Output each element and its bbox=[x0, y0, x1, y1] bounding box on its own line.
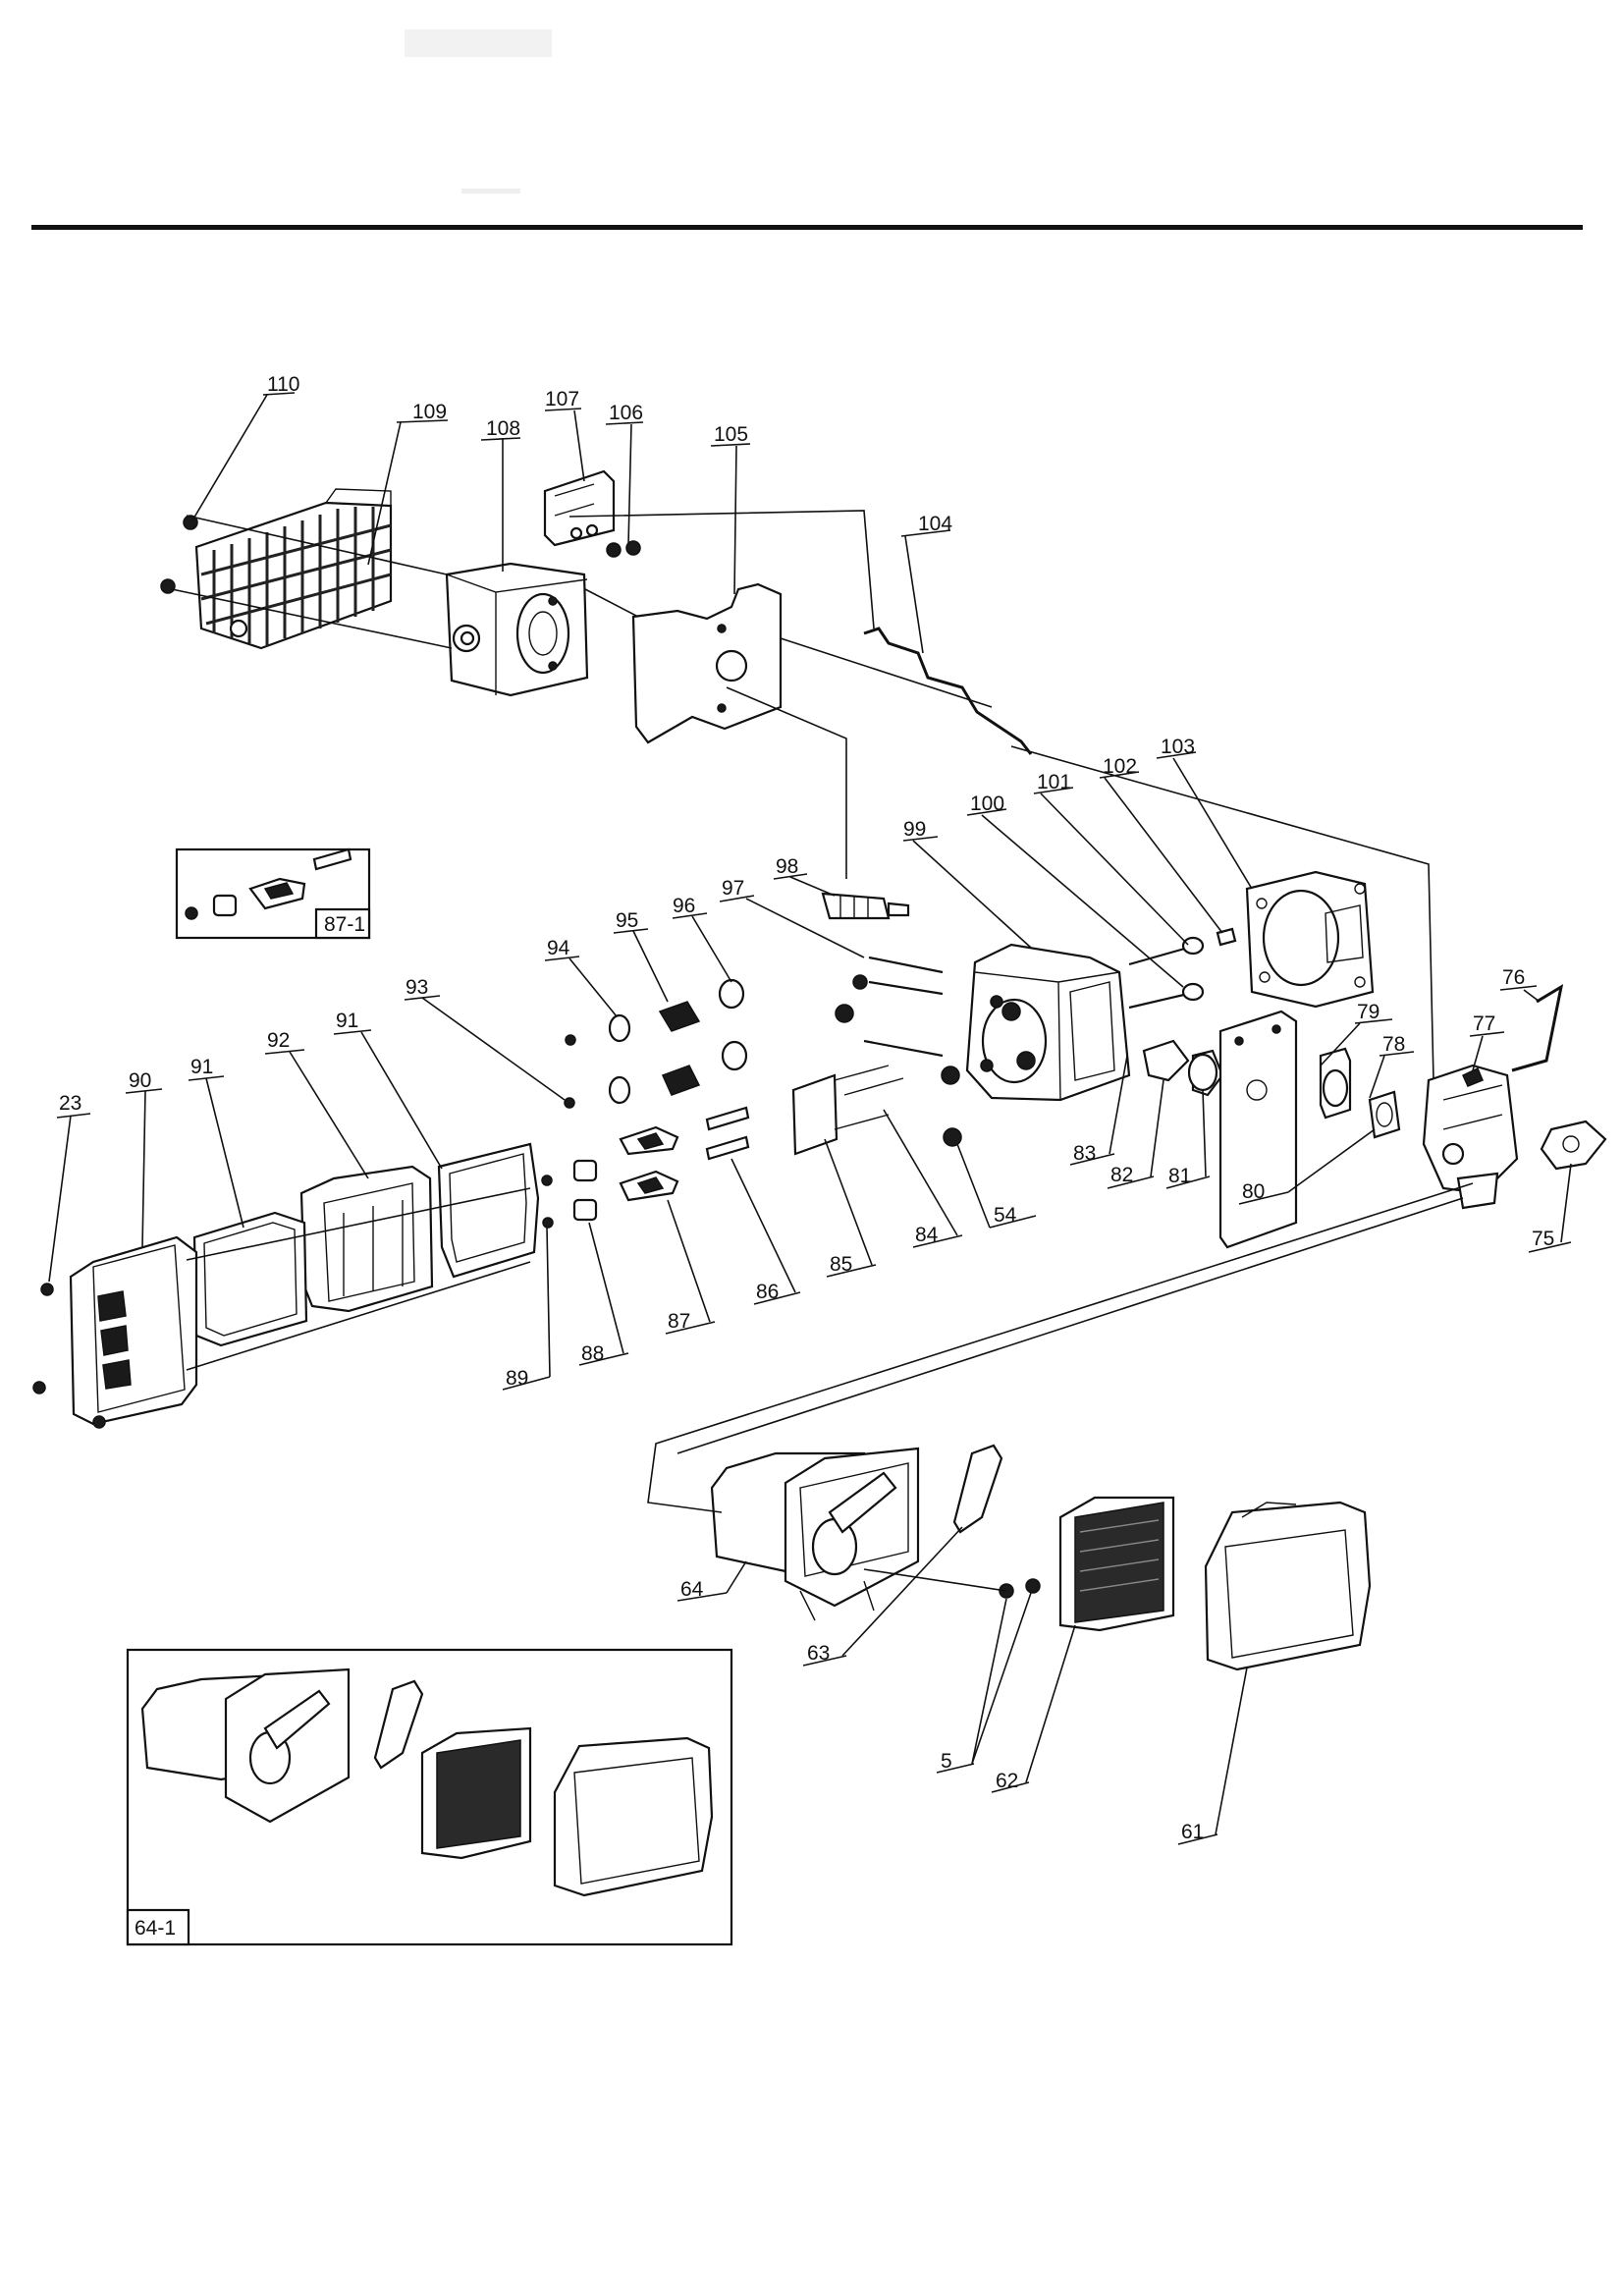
leader-lines-top bbox=[171, 510, 1434, 1081]
label-5: 5 bbox=[941, 1750, 952, 1773]
choke-rod-76 bbox=[1511, 983, 1564, 1072]
bolts-99 bbox=[835, 956, 962, 1147]
nuts-5 bbox=[863, 1568, 1041, 1599]
label-100: 100 bbox=[970, 793, 1004, 815]
header-smudge bbox=[461, 189, 520, 193]
head-cover-90 bbox=[32, 1235, 198, 1429]
label-80: 80 bbox=[1242, 1180, 1265, 1203]
label-97: 97 bbox=[722, 877, 744, 900]
governor-rod-104 bbox=[863, 627, 1033, 755]
label-98: 98 bbox=[776, 855, 798, 878]
small-fasteners bbox=[541, 1159, 598, 1229]
label-88: 88 bbox=[581, 1342, 604, 1365]
label-90: 90 bbox=[129, 1069, 151, 1092]
label-78: 78 bbox=[1382, 1033, 1405, 1056]
inset-label-87-1: 87-1 bbox=[324, 913, 365, 936]
label-105: 105 bbox=[714, 423, 748, 446]
label-54: 54 bbox=[994, 1204, 1017, 1227]
label-91: 91 bbox=[336, 1010, 358, 1032]
air-cleaner-case-64 bbox=[710, 1447, 920, 1621]
gaskets-78-79 bbox=[1319, 1047, 1401, 1139]
label-82: 82 bbox=[1110, 1164, 1133, 1186]
label-93: 93 bbox=[406, 976, 428, 999]
label-91b: 91 bbox=[190, 1056, 213, 1078]
valve-springs bbox=[564, 978, 748, 1109]
label-109: 109 bbox=[412, 401, 447, 423]
carburetor-77 bbox=[1422, 1064, 1519, 1210]
label-87: 87 bbox=[668, 1310, 690, 1333]
muffler-guard bbox=[160, 488, 393, 650]
air-cleaner-cover-61 bbox=[1204, 1501, 1372, 1671]
label-104: 104 bbox=[918, 513, 952, 535]
label-63: 63 bbox=[807, 1642, 830, 1665]
label-62: 62 bbox=[996, 1770, 1018, 1792]
head-gasket-103 bbox=[1245, 870, 1375, 1009]
label-61: 61 bbox=[1181, 1821, 1204, 1843]
carb-gasket-75 bbox=[1540, 1120, 1607, 1171]
valve-cover-92 bbox=[299, 1165, 434, 1313]
spark-plug-98 bbox=[821, 892, 910, 920]
label-77: 77 bbox=[1473, 1012, 1495, 1035]
header-smudge bbox=[405, 29, 552, 57]
leader-lines-covers bbox=[186, 1187, 531, 1371]
bracket-107 bbox=[543, 469, 641, 558]
label-85: 85 bbox=[830, 1253, 852, 1276]
part-labels: 110 109 108 107 106 105 104 103 102 101 … bbox=[48, 373, 1572, 1940]
label-79: 79 bbox=[1357, 1001, 1380, 1023]
label-84: 84 bbox=[915, 1224, 939, 1246]
inset-64-1 bbox=[126, 1648, 733, 1946]
label-95: 95 bbox=[616, 909, 638, 932]
label-83: 83 bbox=[1073, 1142, 1096, 1165]
valves-100-101 bbox=[1128, 927, 1237, 1010]
gasket-91 bbox=[192, 1211, 308, 1347]
muffler-gasket bbox=[631, 582, 783, 744]
header-rule bbox=[31, 225, 1583, 230]
label-96: 96 bbox=[673, 895, 695, 917]
label-23: 23 bbox=[59, 1092, 81, 1115]
label-64: 64 bbox=[680, 1578, 704, 1601]
rocker-arms bbox=[619, 1106, 750, 1202]
heat-insulator-81 bbox=[1218, 1010, 1298, 1249]
label-89: 89 bbox=[506, 1367, 528, 1390]
muffler-body bbox=[445, 562, 589, 697]
label-99: 99 bbox=[903, 818, 926, 841]
label-94: 94 bbox=[547, 937, 570, 959]
inset-label-64-1: 64-1 bbox=[135, 1917, 176, 1940]
label-101: 101 bbox=[1037, 771, 1071, 793]
label-102: 102 bbox=[1103, 755, 1137, 778]
gasket-91-93 bbox=[437, 1142, 540, 1279]
label-108: 108 bbox=[486, 417, 520, 440]
label-81: 81 bbox=[1168, 1165, 1191, 1187]
label-75: 75 bbox=[1532, 1228, 1554, 1250]
label-86: 86 bbox=[756, 1281, 779, 1303]
label-92: 92 bbox=[267, 1029, 290, 1052]
breather-tube-63 bbox=[952, 1444, 1003, 1534]
label-76: 76 bbox=[1502, 966, 1525, 989]
label-110: 110 bbox=[267, 373, 299, 396]
inset-87-1 bbox=[175, 847, 371, 940]
leader-lines-air bbox=[647, 1182, 1474, 1513]
cylinder-head-99 bbox=[965, 943, 1131, 1102]
label-106: 106 bbox=[609, 402, 643, 424]
intake-parts-82-83 bbox=[1142, 1039, 1224, 1097]
air-filter-62 bbox=[1058, 1496, 1175, 1632]
rocker-plate-85 bbox=[791, 1065, 904, 1156]
label-103: 103 bbox=[1161, 736, 1195, 758]
label-107: 107 bbox=[545, 388, 579, 410]
